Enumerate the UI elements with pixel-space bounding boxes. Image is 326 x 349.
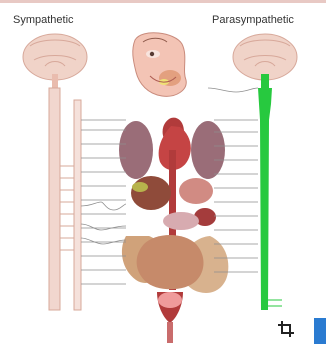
crop-icon[interactable] [277,320,297,338]
right-spinal-cord [258,88,282,310]
left-spinal-cord [49,88,81,310]
corner-badge [314,318,326,344]
left-brain [23,34,87,88]
face-illustration [130,32,208,100]
organs-illustration [119,118,228,343]
right-brain [233,34,297,88]
